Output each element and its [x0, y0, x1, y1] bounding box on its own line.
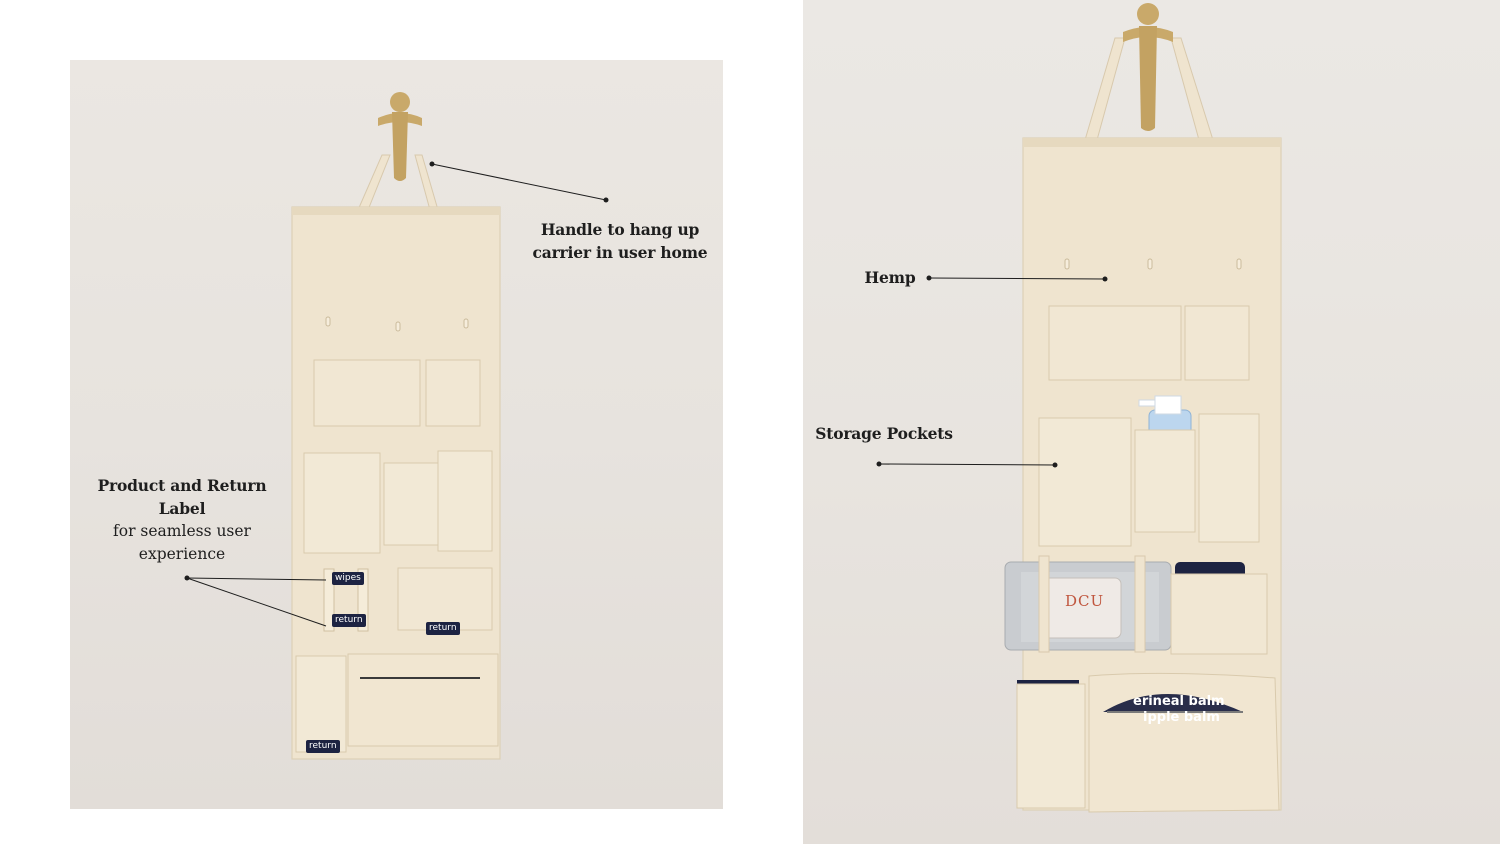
hemp-caption: Hemp: [855, 266, 925, 289]
wipes-label-tag: wipes: [332, 572, 364, 585]
left-top-pocket: [313, 359, 421, 427]
handle-caption-line: carrier in user home: [532, 243, 708, 262]
return-label-tag: return: [426, 622, 460, 635]
handle-caption: Handle to hang up carrier in user home: [520, 218, 720, 264]
brass-hook-icon: [1123, 3, 1173, 131]
return-label-tag: return: [332, 614, 366, 627]
left-handle-strap: [414, 154, 439, 211]
right-middle-pocket: [1134, 429, 1196, 533]
label-caption-subtitle: for seamless user: [113, 522, 251, 540]
right-handle-strap: [1170, 37, 1214, 141]
label-caption-subtitle: experience: [138, 545, 226, 563]
balm-label-line: ipple balm: [1143, 710, 1220, 725]
leader-line-label: [184, 575, 327, 627]
label-caption: Product and Return Label for seamless us…: [92, 474, 272, 566]
left-label-pocket: [397, 567, 493, 631]
label-caption-title: Product and Return: [97, 476, 267, 495]
leader-line-pockets: [876, 461, 1058, 468]
hemp-caption-text: Hemp: [864, 268, 916, 287]
handle-caption-line: Handle to hang up: [540, 220, 700, 239]
balm-label-line: erineal balm: [1133, 694, 1225, 709]
right-top-pocket: [1048, 305, 1182, 381]
right-bottom-pocket: [1016, 683, 1086, 809]
snap-fasteners: [1064, 258, 1242, 270]
right-photo: DCU erineal balm ipple balm Hemp Storage…: [803, 0, 1500, 844]
right-carrier-illustration: [876, 3, 1282, 813]
left-top-pocket: [425, 359, 481, 427]
snap-fasteners: [325, 316, 469, 332]
storage-pockets-caption: Storage Pockets: [809, 422, 959, 445]
left-zip-pocket: [347, 653, 499, 747]
return-label-tag: return: [306, 740, 340, 753]
left-middle-pocket: [383, 462, 439, 546]
left-handle-strap: [357, 154, 391, 211]
leader-line-hemp: [926, 275, 1108, 282]
right-side-pocket: [1170, 573, 1268, 655]
left-middle-pocket: [437, 450, 493, 552]
brass-hook-icon: [378, 92, 422, 181]
left-bottom-pocket: [295, 655, 347, 753]
right-handle-strap: [1084, 37, 1126, 141]
right-middle-pocket: [1198, 413, 1260, 543]
left-carrier-illustration: [184, 92, 609, 760]
label-caption-title: Label: [158, 499, 206, 518]
right-top-pocket: [1184, 305, 1250, 381]
left-photo: wipes return return return Handle to han…: [70, 60, 723, 809]
wipes-brand-label: DCU: [1065, 592, 1105, 610]
leader-line-handle: [429, 161, 609, 203]
left-middle-pocket: [303, 452, 381, 554]
right-middle-pocket: [1038, 417, 1132, 547]
storage-pockets-caption-text: Storage Pockets: [815, 424, 953, 443]
